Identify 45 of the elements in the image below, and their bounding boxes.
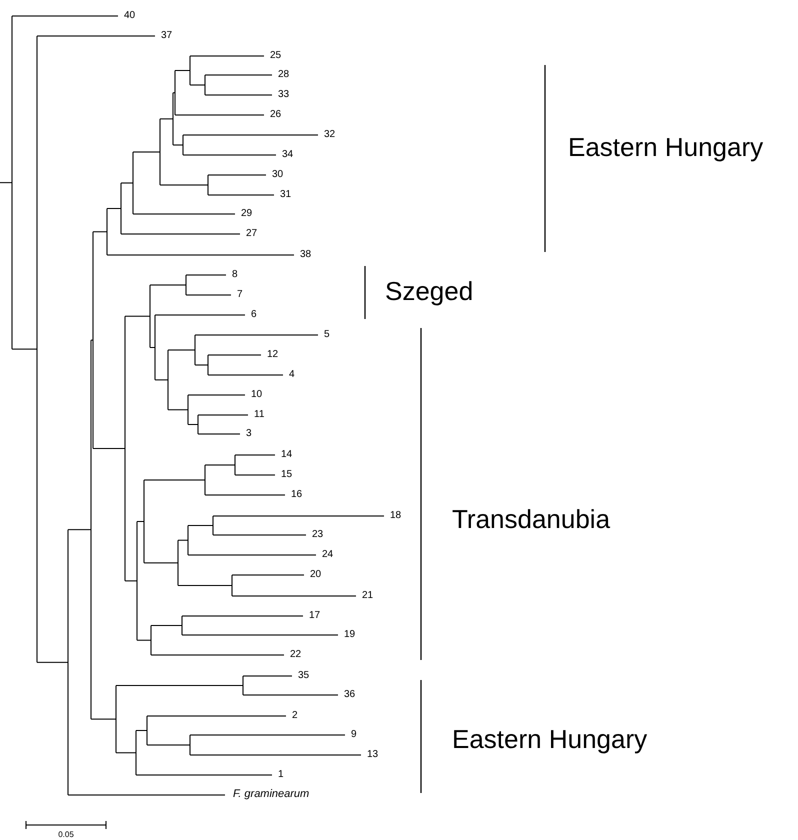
leaf-label: 8 [232,270,238,280]
leaf-label: 35 [298,670,310,680]
leaf-label: 3 [246,428,252,438]
leaf-label: 36 [344,690,356,700]
clade-label: Eastern Hungary [452,726,648,752]
leaf-label: 16 [291,490,302,500]
clade-label: Eastern Hungary [568,134,764,160]
leaf-label: 7 [237,290,243,300]
leaf-label: 17 [309,610,320,620]
leaf-label: 6 [251,310,257,320]
leaf-label: 31 [280,190,292,200]
leaf-label: 14 [281,450,292,460]
leaf-label: 12 [267,350,278,360]
leaf-label: 15 [281,470,292,480]
leaf-label: 27 [246,228,258,238]
leaf-label: 37 [161,30,172,40]
leaf-label: 34 [282,150,294,160]
leaf-label: 10 [251,390,262,400]
leaf-label: 5 [324,330,330,340]
leaf-label: 38 [300,250,312,260]
leaf-label: 13 [367,750,378,760]
leaf-label: 29 [241,208,252,218]
leaf-label: 33 [278,90,290,100]
clade-label: Transdanubia [452,506,610,532]
leaf-label: 18 [390,510,402,520]
leaf-label: 28 [278,70,290,80]
leaf-label: 11 [254,410,264,420]
leaf-label: 32 [324,130,336,140]
leaf-label: 22 [290,650,302,660]
leaf-label: 1 [278,770,284,780]
leaf-label: 20 [310,570,322,580]
leaf-label: 4 [289,370,295,380]
leaf-label: 2 [292,710,298,720]
leaf-label: 30 [272,170,284,180]
leaf-label: 40 [124,10,136,20]
leaf-label: 26 [270,110,282,120]
leaf-label: 19 [344,630,356,640]
leaf-label: 25 [270,50,282,60]
outgroup-label: F. graminearum [233,788,310,800]
leaf-label: 23 [312,530,324,540]
scale-value: 0.05 [58,830,74,839]
leaf-label: 21 [362,590,374,600]
clade-label: Szeged [385,278,474,304]
leaf-label: 9 [351,730,357,740]
leaf-label: 24 [322,550,334,560]
